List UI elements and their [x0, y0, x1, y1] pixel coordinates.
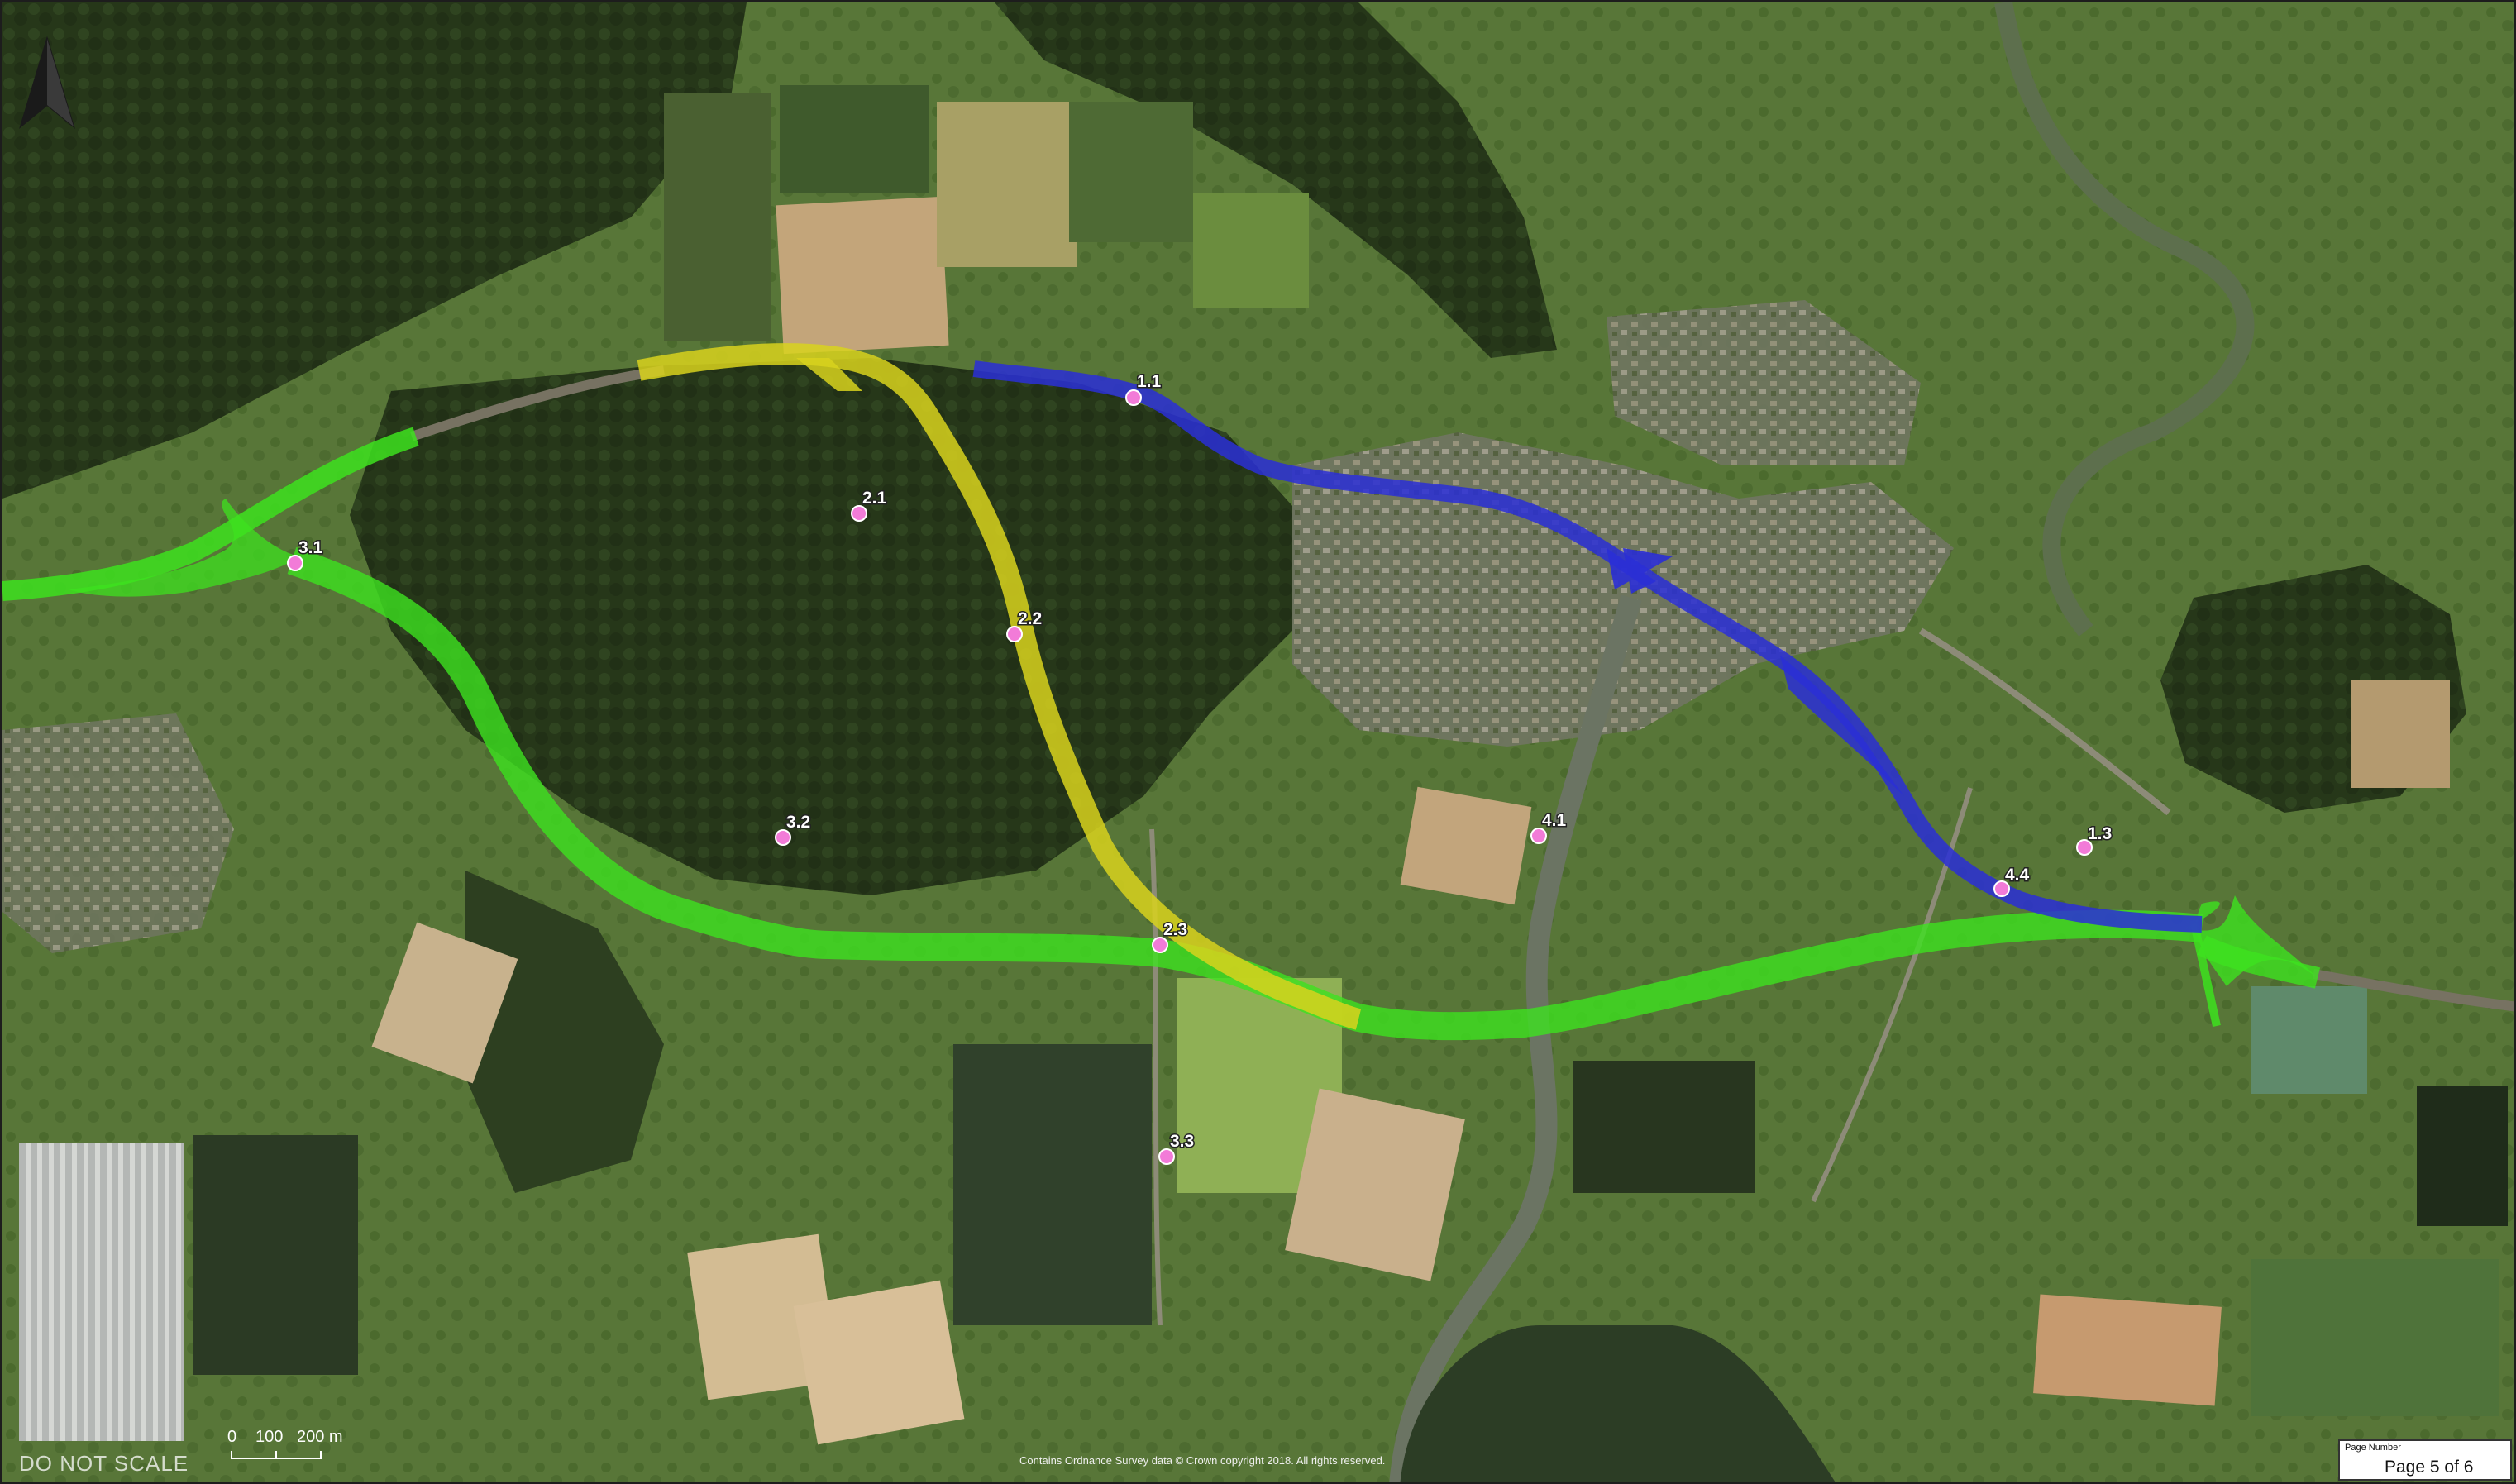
green-spur [2189, 919, 2221, 1028]
north-arrow-icon [19, 36, 75, 129]
field-dark-2 [1069, 102, 1193, 242]
page-number-heading: Page Number [2345, 1443, 2401, 1453]
svg-text:1.1: 1.1 [1137, 372, 1162, 391]
page-number-value: Page 5 of 6 [2385, 1458, 2474, 1477]
svg-text:2.2: 2.2 [1018, 609, 1042, 628]
copyright-notice: Contains Ordnance Survey data © Crown co… [1019, 1454, 1386, 1467]
svg-text:2.1: 2.1 [862, 489, 887, 508]
svg-text:2.3: 2.3 [1163, 920, 1187, 939]
field-tan-2 [937, 102, 1077, 267]
blue-junction [1607, 548, 1673, 594]
town-centre [1292, 432, 1954, 747]
forest-north-strip [995, 2, 1557, 358]
village-west [2, 713, 234, 953]
forest-northwest [2, 2, 747, 499]
river-south [1389, 594, 1642, 1482]
field-dark-3 [664, 93, 771, 341]
town-north [1607, 300, 1921, 465]
page-number-box: Page Number Page 5 of 6 [2338, 1439, 2512, 1481]
field-west-tan [371, 922, 518, 1084]
field-east-dark [2417, 1086, 2508, 1226]
scale-label-zero: 0 [227, 1428, 237, 1446]
svg-text:3.1: 3.1 [298, 538, 323, 557]
green-junction-east [2185, 895, 2318, 986]
green-junction-west [69, 499, 300, 597]
marker-1-1[interactable]: 1.1 [1125, 371, 1163, 406]
green-route-west-link [2, 427, 419, 601]
svg-text:3.2: 3.2 [786, 813, 810, 832]
field-east-teal [2251, 986, 2367, 1094]
field-dark-lake [1573, 1061, 1755, 1193]
field-tan-1 [776, 196, 949, 355]
yellow-junction [796, 358, 862, 391]
field-southeast-green [2251, 1259, 2499, 1416]
scale-label-hundred: 100 [255, 1428, 284, 1446]
marker-2-1[interactable]: 2.1 [851, 488, 888, 522]
svg-text:1.3: 1.3 [2088, 824, 2112, 843]
woodland-southwest [465, 871, 664, 1193]
field-mid-tan [1400, 786, 1532, 905]
marker-4-1[interactable]: 4.1 [1530, 810, 1568, 844]
blue-route-widening [1780, 656, 1904, 796]
scale-label-two-hundred: 200 m [297, 1428, 343, 1446]
green-route-east-link [2197, 935, 2321, 989]
yellow-route [637, 343, 1362, 1030]
field-south-tan-1 [1285, 1088, 1465, 1281]
marker-2-2[interactable]: 2.2 [1006, 608, 1043, 642]
scale-ticks [231, 1451, 322, 1459]
scale-bar: 0 100 200 m [209, 1423, 391, 1472]
road-west [410, 365, 665, 441]
marker-4-4[interactable]: 4.4 [1993, 865, 2031, 897]
field-east-tan [2351, 680, 2450, 788]
marsh-south [1400, 1325, 1836, 1482]
marker-3-2[interactable]: 3.2 [775, 812, 812, 846]
svg-text:4.4: 4.4 [2005, 866, 2030, 885]
field-dark-1 [780, 85, 929, 193]
do-not-scale-notice: DO NOT SCALE [19, 1451, 189, 1476]
svg-text:4.1: 4.1 [1542, 811, 1567, 830]
field-south-tan-3 [793, 1280, 965, 1445]
marker-3-3[interactable]: 3.3 [1158, 1131, 1196, 1165]
river-east [1994, 2, 2255, 637]
marker-2-3[interactable]: 2.3 [1152, 919, 1189, 953]
road-east [2312, 969, 2514, 1012]
field-green-1 [1193, 193, 1309, 308]
greenhouses [19, 1143, 184, 1441]
field-south-dark [953, 1044, 1152, 1325]
field-tan-east [2033, 1294, 2222, 1406]
marker-1-3[interactable]: 1.3 [2076, 823, 2113, 856]
road-north-east [1918, 627, 2171, 816]
field-south-tan-2 [687, 1233, 839, 1400]
field-southwest-dark [193, 1135, 358, 1375]
marker-3-1[interactable]: 3.1 [287, 537, 324, 571]
svg-text:3.3: 3.3 [1170, 1132, 1194, 1151]
